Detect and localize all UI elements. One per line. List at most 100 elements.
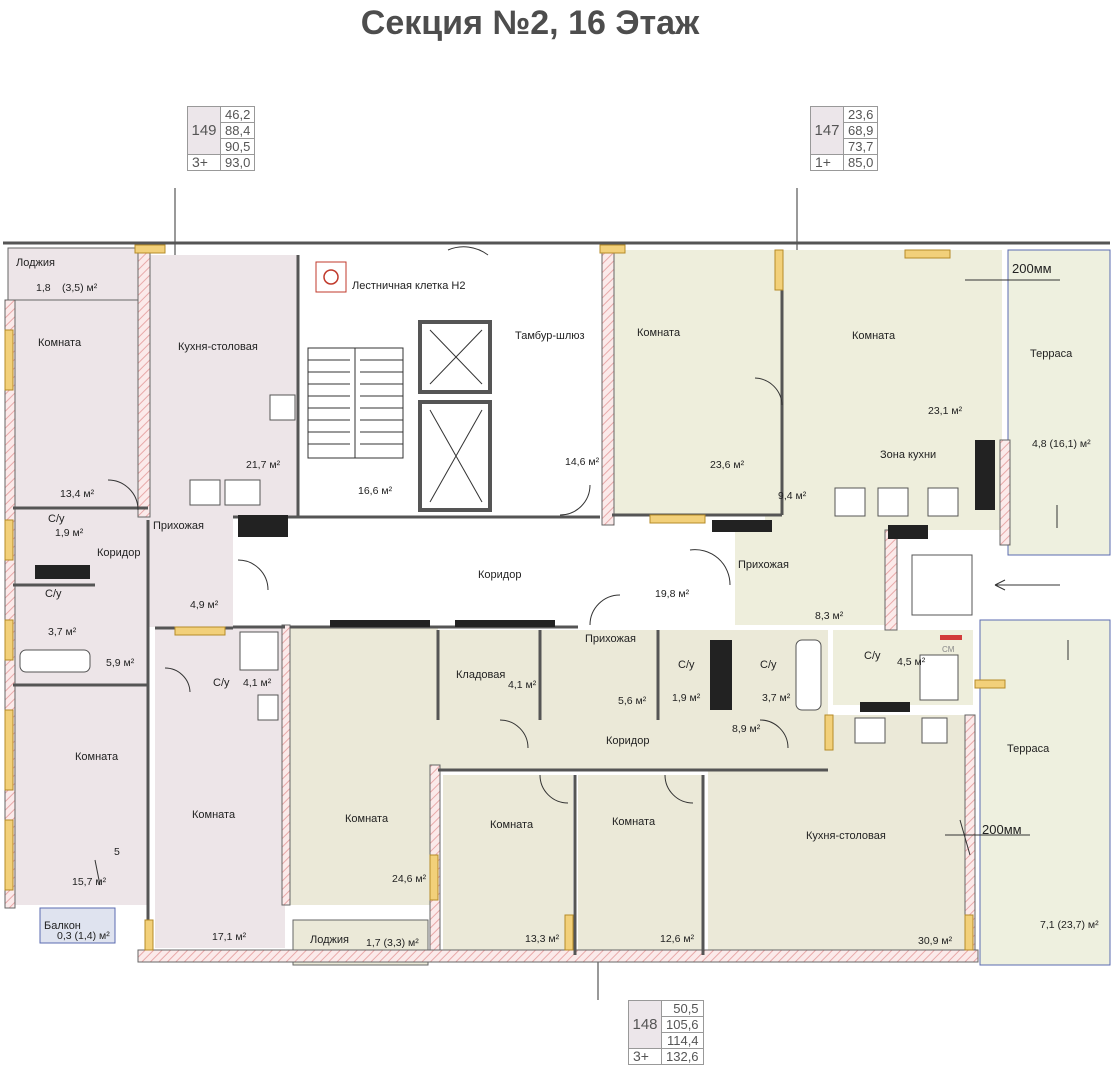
area-label: 17,1 м²: [212, 931, 247, 943]
room-label: Терраса: [1007, 743, 1050, 755]
stair-steps: [308, 348, 403, 458]
room-fill: [233, 517, 733, 627]
room-label: С/у: [213, 677, 230, 689]
vent-label: СМ: [942, 645, 955, 654]
area-label: 14,6 м²: [565, 456, 600, 468]
area-value: 73,7: [842, 138, 879, 155]
area-label: 4,1 м²: [508, 679, 537, 691]
terrace-147: [1007, 249, 1111, 556]
fixtures: [35, 440, 995, 712]
room-fill: [290, 627, 438, 905]
accessibility-icon: [315, 261, 347, 293]
area-label: 24,6 м²: [392, 873, 427, 885]
area-value: 85,0: [842, 154, 879, 171]
room-fill: [148, 255, 298, 517]
area-label: 13,4 м²: [60, 488, 95, 500]
room-fill: [438, 630, 658, 720]
room-label: С/у: [760, 659, 777, 671]
room-label: Кухня-столовая: [806, 830, 886, 842]
area-label: 3,7 м²: [48, 626, 77, 638]
page-title: Секция №2, 16 Этаж: [360, 4, 700, 42]
room-label: Коридор: [97, 547, 140, 559]
area-label: 4,9 м²: [190, 599, 219, 611]
loggia-top: [7, 247, 139, 301]
room-label: Комната: [38, 337, 82, 349]
area-label: 4,1 м²: [243, 677, 272, 689]
room-label: Кухня-столовая: [178, 341, 258, 353]
doors: [107, 246, 789, 804]
room-label: Терраса: [1030, 348, 1073, 360]
room-label: Комната: [192, 809, 236, 821]
room-fill: [148, 517, 233, 627]
arrow-icon: [994, 505, 1069, 660]
area-label: 3,7 м²: [762, 692, 791, 704]
terrace-148: [979, 619, 1111, 966]
room-fill: [155, 628, 285, 948]
area-label: 21,7 м²: [246, 459, 281, 471]
room-fill: [578, 775, 703, 955]
area-label: 4,5 м²: [897, 656, 926, 668]
room-label: Зона кухни: [880, 449, 936, 461]
room-label: С/у: [45, 588, 62, 600]
room-label: С/у: [48, 513, 65, 525]
area-value: 68,9: [842, 122, 879, 139]
area-label: (3,5) м²: [62, 282, 98, 294]
area-value: 90,5: [219, 138, 256, 155]
area-label: 1,8: [36, 282, 51, 294]
room-label: Прихожая: [585, 633, 636, 645]
room-count: 3+: [187, 154, 221, 171]
area-label: 12,6 м²: [660, 933, 695, 945]
area-label: 16,6 м²: [358, 485, 393, 497]
room-label: Коридор: [606, 735, 649, 747]
apartment-148: [290, 619, 1111, 966]
apartment-number: 148: [628, 1000, 662, 1049]
room-label: Комната: [490, 819, 534, 831]
area-label: 23,6 м²: [710, 459, 745, 471]
room-label: Лестничная клетка Н2: [352, 280, 465, 292]
area-label: 5,9 м²: [106, 657, 135, 669]
dimension-label: 200мм: [982, 822, 1022, 837]
walls: [3, 241, 1110, 955]
dimension-label: 200мм: [1012, 261, 1052, 276]
area-label: 1,9 м²: [55, 527, 84, 539]
room-label: Комната: [852, 330, 896, 342]
room-label: Прихожая: [153, 520, 204, 532]
room-fill: [13, 300, 148, 905]
room-count: 1+: [810, 154, 844, 171]
stair-core: [233, 255, 733, 627]
area-label: 7,1 (23,7) м²: [1040, 919, 1099, 931]
room-fill: [612, 250, 782, 515]
apartment-number: 149: [187, 106, 221, 155]
area-label: 4,8 (16,1) м²: [1032, 438, 1091, 450]
room-label: Комната: [612, 816, 656, 828]
windows: [4, 244, 1006, 951]
area-label: 8,3 м²: [815, 610, 844, 622]
elevator-icon: [418, 400, 492, 512]
room-label: С/у: [678, 659, 695, 671]
area-label: 19,8 м²: [655, 588, 690, 600]
area-value: 132,6: [661, 1048, 704, 1065]
area-label: 1,9 м²: [672, 692, 701, 704]
labels: Лоджия 1,8 (3,5) м² Лестничная клетка Н2…: [16, 257, 1099, 949]
room-fill: [708, 715, 973, 955]
room-label: Комната: [345, 813, 389, 825]
area-value: 93,0: [219, 154, 256, 171]
room-label: Коридор: [478, 569, 521, 581]
area-label: 13,3 м²: [525, 933, 560, 945]
room-mark: 5: [114, 846, 120, 858]
balcony: [39, 907, 116, 944]
room-fill: [443, 775, 573, 955]
area-label: 9,4 м²: [778, 490, 807, 502]
area-label: 0,3 (1,4) м²: [57, 930, 110, 942]
dimension-lines: [94, 279, 1060, 886]
room-count: 3+: [628, 1048, 662, 1065]
area-value: 50,5: [661, 1000, 704, 1017]
appliances: [19, 394, 973, 744]
area-label: 15,7 м²: [72, 876, 107, 888]
area-label: 8,9 м²: [732, 723, 761, 735]
area-label: 1,7 (3,3) м²: [366, 937, 419, 949]
room-label: Комната: [637, 327, 681, 339]
